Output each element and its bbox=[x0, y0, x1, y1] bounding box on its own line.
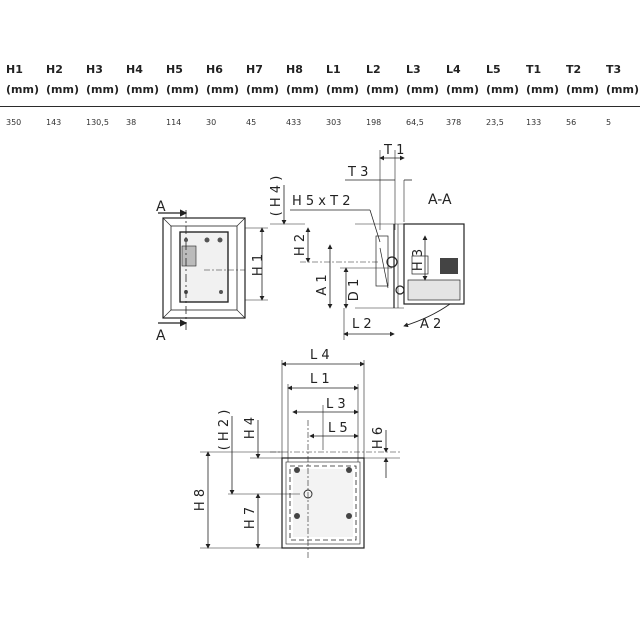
label-l4: L 4 bbox=[310, 348, 330, 363]
section-marker-top: A bbox=[156, 199, 166, 215]
label-t1: T 1 bbox=[383, 143, 404, 158]
header-unit: (mm) bbox=[326, 83, 359, 96]
header-code: L1 bbox=[326, 63, 341, 76]
label-t3: T 3 bbox=[347, 165, 368, 180]
header-code: H1 bbox=[6, 63, 23, 76]
label-h2: H 2 bbox=[293, 234, 308, 256]
table-cell-l1: 303 bbox=[326, 117, 342, 127]
table-cell-l4: 378 bbox=[446, 117, 462, 127]
table-cell-t1: 133 bbox=[526, 117, 542, 127]
table-cell-h8: 433 bbox=[286, 117, 302, 127]
table-header-l1: L1 (mm) bbox=[320, 58, 360, 106]
header-unit: (mm) bbox=[406, 83, 439, 96]
table-cell-t3: 5 bbox=[606, 117, 612, 127]
table-cell-h6: 30 bbox=[206, 117, 217, 127]
header-unit: (mm) bbox=[366, 83, 399, 96]
label-l2: L 2 bbox=[352, 317, 372, 332]
header-code: L4 bbox=[446, 63, 461, 76]
table-header-h8: H8 (mm) bbox=[280, 58, 320, 106]
section-view bbox=[270, 150, 465, 340]
table-cell-t2: 56 bbox=[566, 117, 577, 127]
header-unit: (mm) bbox=[446, 83, 479, 96]
label-l5: L 5 bbox=[328, 421, 348, 436]
header-code: H3 bbox=[86, 63, 103, 76]
label-l3: L 3 bbox=[326, 397, 346, 412]
header-code: L3 bbox=[406, 63, 421, 76]
table-header-h2: H2 (mm) bbox=[40, 58, 80, 106]
header-unit: (mm) bbox=[86, 83, 119, 96]
table-header-h7: H7 (mm) bbox=[240, 58, 280, 106]
table-header-h3: H3 (mm) bbox=[80, 58, 120, 106]
label-h2-bottom: ( H 2 ) bbox=[217, 410, 232, 451]
label-h6: H 6 bbox=[371, 427, 386, 449]
table-cell-h2: 143 bbox=[46, 117, 62, 127]
dimension-table: H1 (mm) H2 (mm) H3 (mm) H4 (mm) H5 (mm) H6 (mm) H7 (m… bbox=[0, 58, 640, 137]
section-title: A-A bbox=[428, 192, 452, 208]
label-h4: ( H 4 ) bbox=[269, 176, 284, 217]
table-header-row: H1 (mm) H2 (mm) H3 (mm) H4 (mm) H5 (mm) H6 (mm) H7 (m… bbox=[0, 58, 640, 107]
header-unit: (mm) bbox=[206, 83, 239, 96]
section-marker-bottom: A bbox=[156, 328, 166, 344]
table-header-l2: L2 (mm) bbox=[360, 58, 400, 106]
header-code: H7 bbox=[246, 63, 263, 76]
header-unit: (mm) bbox=[46, 83, 79, 96]
table-header-h4: H4 (mm) bbox=[120, 58, 160, 106]
header-unit: (mm) bbox=[486, 83, 519, 96]
label-h1: H 1 bbox=[251, 254, 266, 276]
header-code: H2 bbox=[46, 63, 63, 76]
header-code: T1 bbox=[526, 63, 542, 76]
label-l1: L 1 bbox=[310, 372, 330, 387]
bottom-view bbox=[200, 360, 400, 560]
label-a2: A 2 bbox=[420, 317, 441, 332]
label-a1: A 1 bbox=[315, 274, 330, 295]
table-cell-h5: 114 bbox=[166, 117, 182, 127]
header-unit: (mm) bbox=[286, 83, 319, 96]
header-code: H8 bbox=[286, 63, 303, 76]
header-code: T2 bbox=[566, 63, 582, 76]
table-header-l5: L5 (mm) bbox=[480, 58, 520, 106]
label-h8: H 8 bbox=[193, 489, 208, 511]
table-header-t1: T1 (mm) bbox=[520, 58, 560, 106]
table-header-h1: H1 (mm) bbox=[0, 58, 40, 106]
header-unit: (mm) bbox=[6, 83, 39, 96]
header-unit: (mm) bbox=[566, 83, 599, 96]
header-code: H6 bbox=[206, 63, 223, 76]
header-unit: (mm) bbox=[526, 83, 559, 96]
header-unit: (mm) bbox=[606, 83, 639, 96]
header-code: H4 bbox=[126, 63, 143, 76]
header-unit: (mm) bbox=[246, 83, 279, 96]
table-header-h6: H6 (mm) bbox=[200, 58, 240, 106]
table-cell-h3: 130,5 bbox=[86, 117, 109, 127]
table-cell-l3: 64,5 bbox=[406, 117, 424, 127]
table-header-t3: T3 (mm) bbox=[600, 58, 640, 106]
label-h4-bottom: H 4 bbox=[243, 417, 258, 439]
table-cell-h1: 350 bbox=[6, 117, 22, 127]
table-value-row: 350 143 130,5 38 114 30 45 433 303 198 64,5 378 23,5… bbox=[0, 107, 640, 137]
header-code: H5 bbox=[166, 63, 183, 76]
table-header-h5: H5 (mm) bbox=[160, 58, 200, 106]
header-unit: (mm) bbox=[166, 83, 199, 96]
table-header-l4: L4 (mm) bbox=[440, 58, 480, 106]
table-cell-h4: 38 bbox=[126, 117, 137, 127]
header-code: L5 bbox=[486, 63, 501, 76]
table-cell-h7: 45 bbox=[246, 117, 257, 127]
table-cell-l5: 23,5 bbox=[486, 117, 504, 127]
label-h5xt2: H 5 x T 2 bbox=[292, 194, 350, 209]
front-view bbox=[158, 209, 268, 330]
label-h7: H 7 bbox=[243, 507, 258, 529]
header-code: T3 bbox=[606, 63, 622, 76]
label-h3: H 3 bbox=[411, 249, 426, 271]
header-unit: (mm) bbox=[126, 83, 159, 96]
header-code: L2 bbox=[366, 63, 381, 76]
table-header-t2: T2 (mm) bbox=[560, 58, 600, 106]
table-cell-l2: 198 bbox=[366, 117, 382, 127]
label-d1: D 1 bbox=[347, 279, 362, 301]
table-header-l3: L3 (mm) bbox=[400, 58, 440, 106]
